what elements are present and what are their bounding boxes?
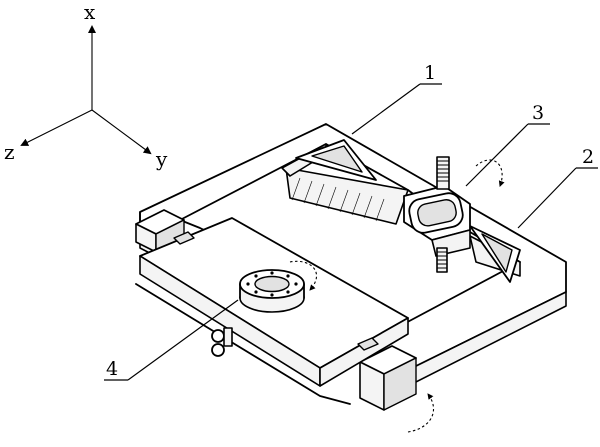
inner-wall-hatch — [291, 177, 385, 222]
z-axis-arrow — [20, 109, 93, 146]
y-axis-arrow — [91, 109, 152, 155]
y-axis-label: y — [155, 147, 168, 171]
callout-1: 1 — [351, 62, 442, 135]
gusset-left-recess — [311, 145, 363, 173]
callout-1-label: 1 — [424, 62, 436, 84]
callout-4: 4 — [104, 299, 239, 381]
clamp-block — [403, 156, 505, 273]
callout-3-label: 3 — [532, 102, 544, 124]
coordinate-axes: x z y — [4, 0, 168, 171]
platform-right-face — [319, 317, 409, 387]
pad-left — [173, 231, 195, 245]
pad-right — [357, 337, 379, 351]
adjust-knob — [211, 327, 233, 357]
z-axis-label: z — [4, 140, 15, 164]
rotary-stage — [239, 269, 305, 313]
callout-2-label: 2 — [582, 146, 594, 168]
base-rotation-arrow — [407, 393, 435, 433]
x-axis-label: x — [84, 0, 96, 24]
callout-3: 3 — [465, 102, 550, 187]
gusset-right-recess — [481, 233, 513, 273]
callout-2: 2 — [517, 146, 598, 229]
platform-base-edge — [135, 283, 351, 405]
callout-4-label: 4 — [106, 358, 118, 380]
platform-plate — [135, 217, 409, 405]
bolt-top — [436, 156, 450, 190]
bolt-bottom — [436, 247, 448, 273]
clamp-slot-inner — [417, 199, 457, 227]
clamp-rotation-arrow — [475, 159, 505, 187]
end-block-left — [135, 209, 185, 253]
inner-wall-back — [285, 167, 409, 225]
stage-rotation-arrow — [289, 260, 317, 291]
end-block-right — [359, 345, 417, 411]
